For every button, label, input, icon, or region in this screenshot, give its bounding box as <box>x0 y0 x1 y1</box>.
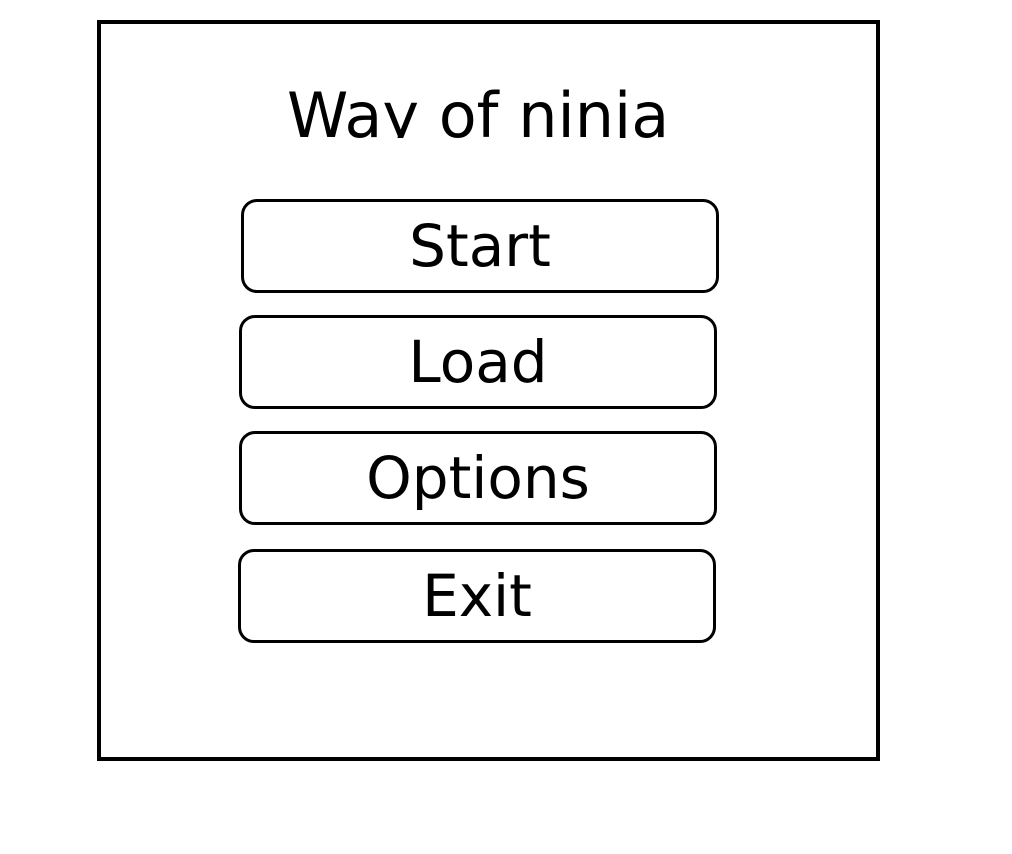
start-button-label: Start <box>409 212 551 280</box>
exit-button-label: Exit <box>422 562 532 630</box>
load-button-label: Load <box>408 328 548 396</box>
start-button[interactable]: Start <box>241 199 719 293</box>
options-button[interactable]: Options <box>239 431 717 525</box>
game-title: Way of ninja <box>287 79 670 138</box>
main-menu-window: Way of ninja Start Load Options Exit <box>97 20 880 761</box>
game-title-area: Way of ninja <box>281 76 701 138</box>
options-button-label: Options <box>366 444 590 512</box>
exit-button[interactable]: Exit <box>238 549 716 643</box>
load-button[interactable]: Load <box>239 315 717 409</box>
